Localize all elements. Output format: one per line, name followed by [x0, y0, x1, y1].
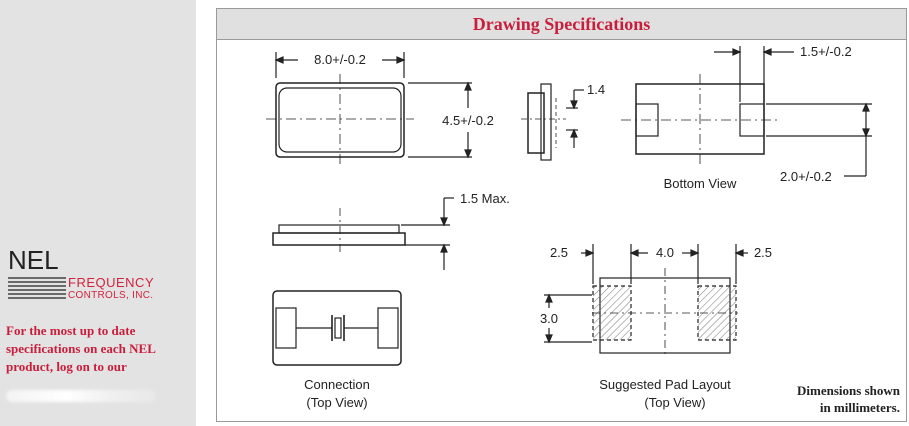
- technical-drawing: 8.0+/-0.2 4.5+/-0.2 1.4 1.5+/-0.2 2.0+/-…: [266, 44, 901, 415]
- units-note-1: Dimensions shown: [797, 383, 901, 398]
- pad-layout-caption-2: (Top View): [644, 395, 705, 410]
- side-view-outline: [521, 83, 566, 161]
- pad-length-dimension: [714, 46, 794, 102]
- pad-length-label: 1.5+/-0.2: [800, 44, 852, 59]
- width-dimension: [408, 81, 472, 159]
- height-dimension: [401, 197, 454, 270]
- connection-caption-1: Connection: [304, 377, 370, 392]
- top-view-outline: [266, 74, 414, 166]
- terminal-dimension: [566, 89, 584, 148]
- promo-text: For the most up to date specifications o…: [6, 322, 192, 376]
- promo-line-2: specifications on each NEL: [6, 341, 156, 356]
- connection-caption-2: (Top View): [306, 395, 367, 410]
- length-label: 8.0+/-0.2: [314, 52, 366, 67]
- pad-width-dimension: [766, 102, 872, 177]
- pad-layout-view: [592, 268, 738, 358]
- logo-controls-text: CONTROLS, INC.: [68, 290, 154, 301]
- profile-view-outline: [272, 208, 406, 256]
- units-note-2: in millimeters.: [820, 400, 900, 415]
- bottom-view-caption: Bottom View: [664, 176, 737, 191]
- drawing-specifications-panel: Drawing Specifications: [216, 8, 907, 422]
- connection-view: [272, 290, 402, 366]
- pad-spacing-dimensions: [581, 244, 748, 284]
- pad-right-label: 2.5: [754, 245, 772, 260]
- promo-line-3: product, log on to our: [6, 359, 127, 374]
- nel-logo: NEL FREQUENCY CONTROLS, INC.: [6, 246, 196, 306]
- logo-nel-text: NEL: [8, 245, 59, 275]
- length-dimension: [274, 52, 406, 78]
- promo-line-1: For the most up to date: [6, 323, 136, 338]
- pad-width-label: 2.0+/-0.2: [780, 169, 832, 184]
- blurred-website-link: [6, 390, 156, 402]
- width-label: 4.5+/-0.2: [442, 113, 494, 128]
- logo-lines-icon: [8, 277, 66, 299]
- pad-gap-label: 4.0: [656, 245, 674, 260]
- pad-height-dimension: [544, 293, 592, 344]
- height-label: 1.5 Max.: [460, 191, 510, 206]
- panel-title: Drawing Specifications: [217, 9, 906, 40]
- terminal-label: 1.4: [587, 82, 605, 97]
- bottom-view-outline: [621, 74, 778, 166]
- pad-left-label: 2.5: [550, 245, 568, 260]
- sidebar: NEL FREQUENCY CONTROLS, INC. For the mos…: [0, 0, 196, 426]
- logo-frequency-text: FREQUENCY: [68, 275, 155, 290]
- pad-height-label: 3.0: [540, 311, 558, 326]
- pad-layout-caption-1: Suggested Pad Layout: [599, 377, 731, 392]
